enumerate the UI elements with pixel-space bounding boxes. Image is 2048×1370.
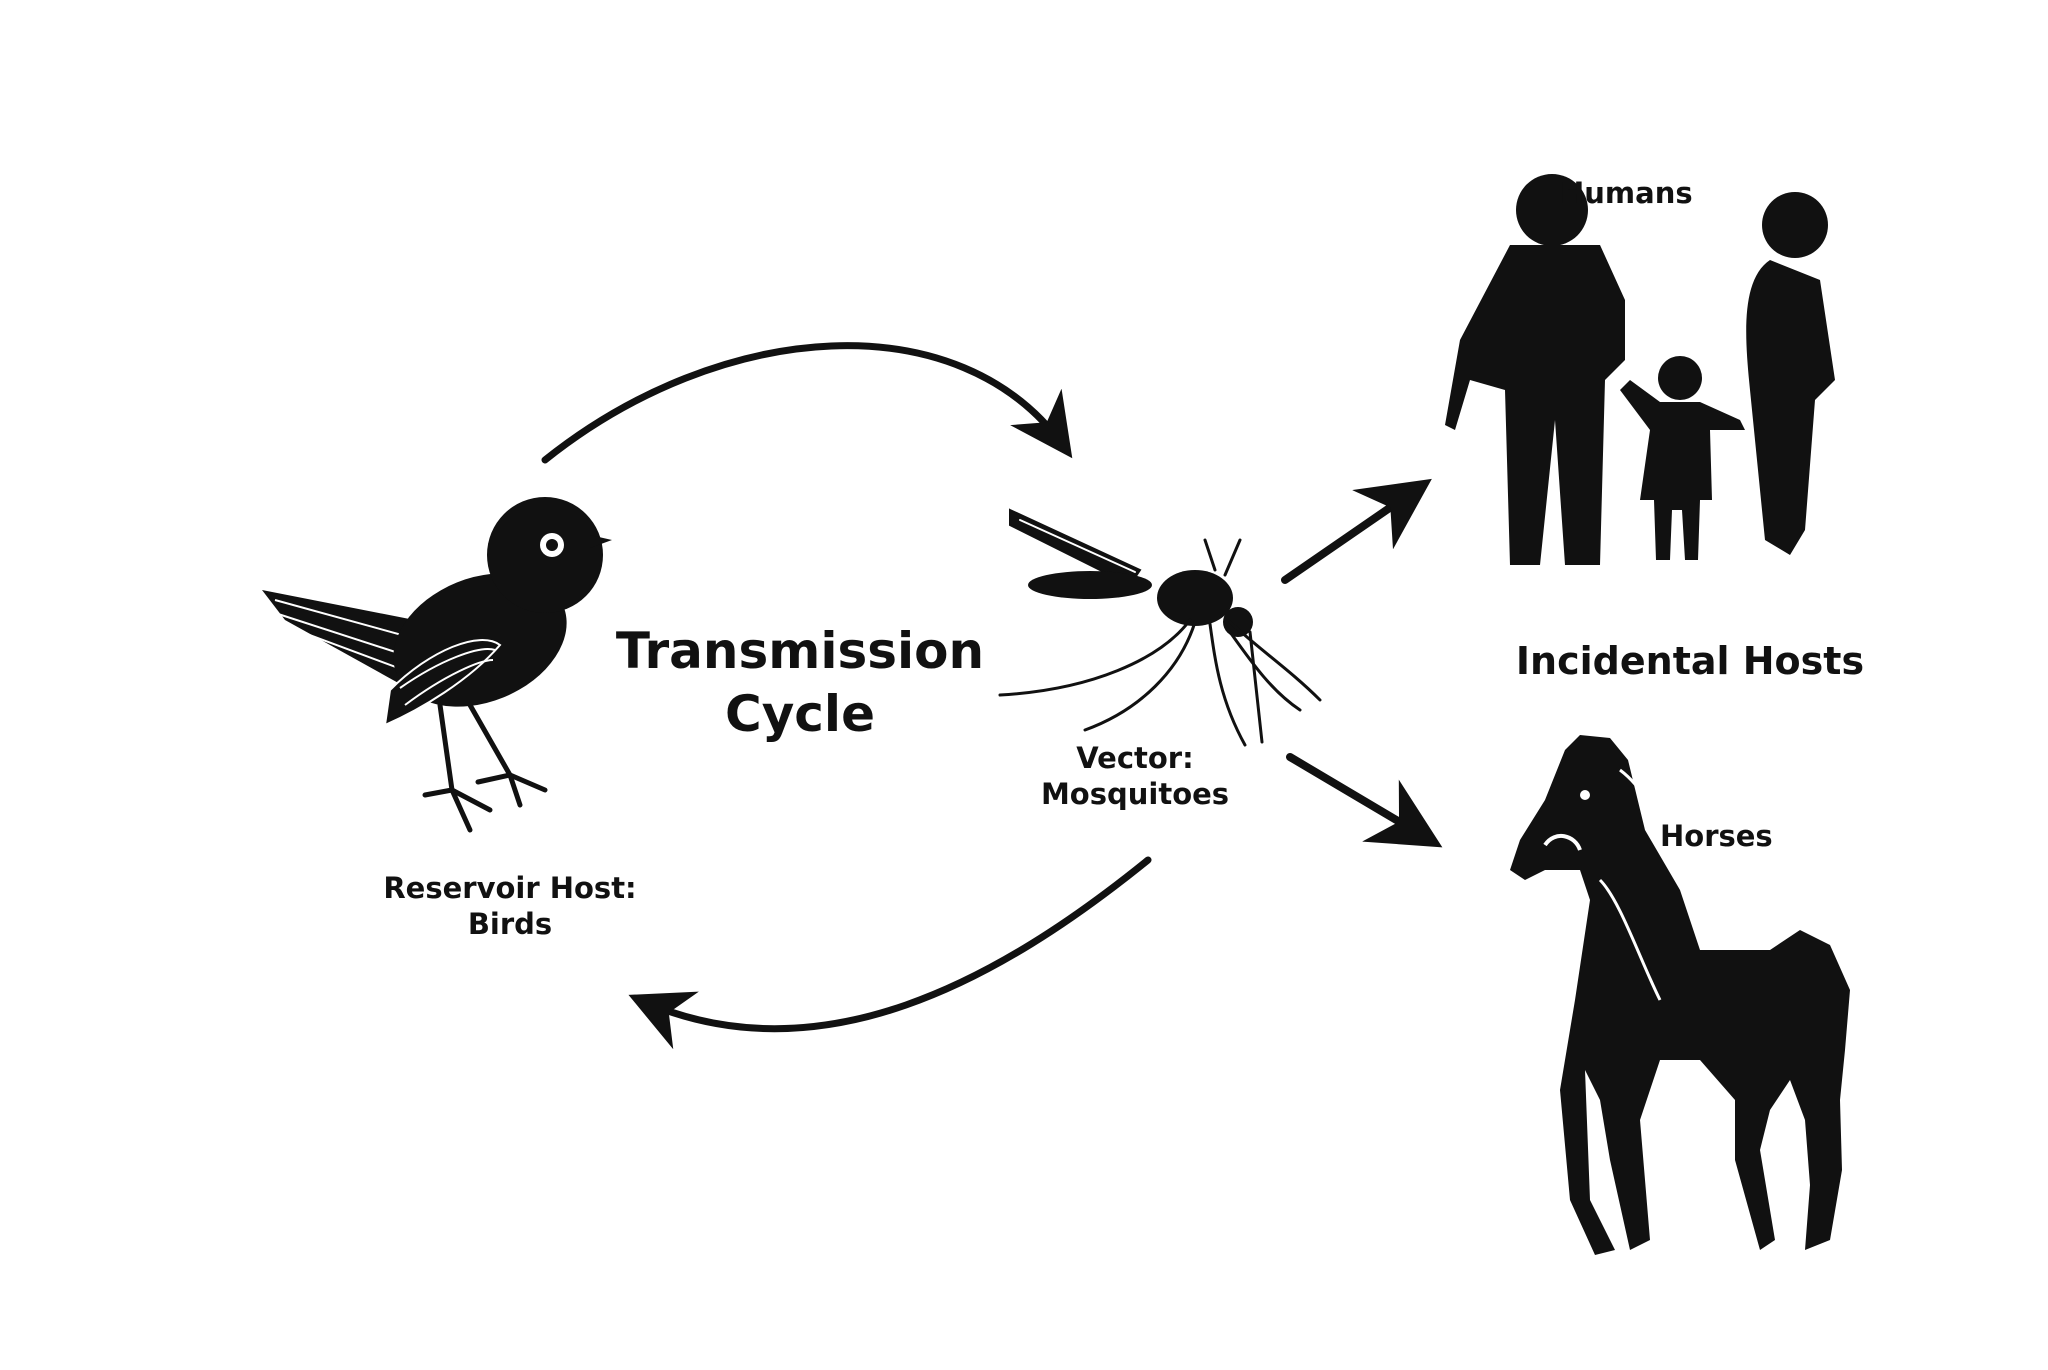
vector-label: Vector: Mosquitoes xyxy=(1040,741,1230,812)
arrow-to-humans xyxy=(1281,478,1432,584)
incidental-hosts-label: Incidental Hosts xyxy=(1515,639,1865,683)
arrow-to-horses xyxy=(1286,753,1443,848)
arrow-mosquito-to-bird xyxy=(628,856,1152,1050)
humans-label: Humans xyxy=(1560,176,1693,210)
reservoir-host-label: Reservoir Host: Birds xyxy=(383,871,637,942)
horses-label: Horses xyxy=(1660,819,1773,853)
humans-family-icon xyxy=(1445,174,1835,565)
diagram-title: Transmission Cycle xyxy=(615,622,985,743)
mosquito-icon xyxy=(998,508,1322,747)
arrow-bird-to-mosquito xyxy=(541,342,1073,464)
bird-icon xyxy=(262,497,612,833)
horse-icon xyxy=(1510,735,1850,1255)
